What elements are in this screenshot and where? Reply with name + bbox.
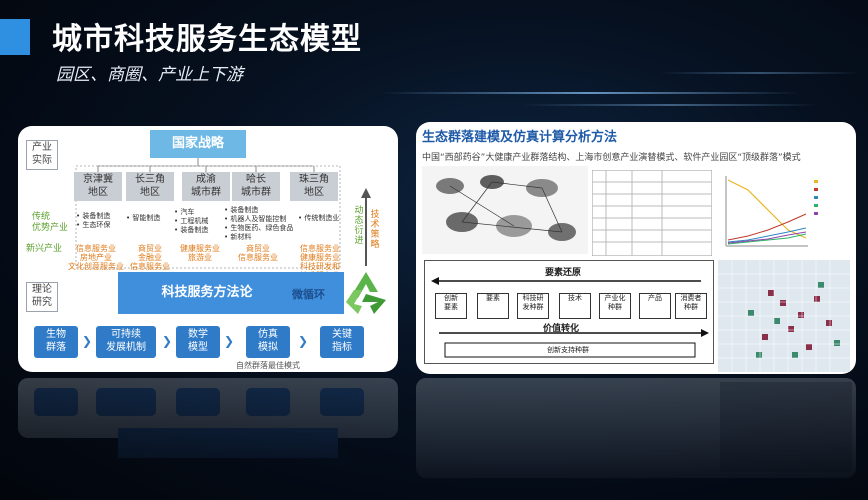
emerging-items-hachang: 商贸业 信息服务业: [238, 244, 278, 262]
trend-chart-image: [718, 170, 850, 254]
innovation-support-label: 创新支持种群: [547, 346, 589, 354]
ecosystem-model-panel: 产业 实际 国家战略 京津冀 地区 长三角 地区 成渝 城市群 哈长 城市群 珠…: [18, 126, 398, 372]
value-chain-arrows: [431, 277, 709, 358]
step-math-model: 数学 模型: [176, 326, 220, 358]
region-items-pearl: • 传统制造业: [298, 214, 340, 222]
region-chengyu: 成渝 城市群: [182, 172, 230, 201]
step-sustainable-mechanism: 可持续 发展机制: [96, 326, 156, 358]
right-panel-title: 生态群落建模及仿真计算分析方法: [422, 130, 618, 145]
light-streak: [660, 72, 860, 74]
data-table-image: [592, 170, 712, 256]
emerging-industry-label: 新兴产业: [26, 244, 63, 254]
right-panel-subtitle: 中国“西部药谷”大健康产业群落结构、上海市创意产业演替模式、软件产业园区“顶级群…: [422, 153, 801, 163]
factor-box: 要素: [477, 293, 509, 319]
region-yangtze-delta: 长三角 地区: [126, 172, 174, 201]
food-web-image: [422, 166, 588, 254]
region-items-yangtze: • 智能制造: [126, 214, 161, 222]
step-biological-community: 生物 群落: [34, 326, 78, 358]
light-streak: [380, 92, 800, 94]
light-streak: [520, 104, 820, 106]
consumer-population-box: 消费者 种群: [675, 293, 707, 319]
traditional-industry-label: 传统 优势产业: [32, 212, 69, 233]
chevron-right-icon: ❯: [224, 334, 235, 348]
region-jingjinji: 京津冀 地区: [74, 172, 122, 201]
method-band-label: 科技服务方法论: [161, 285, 253, 300]
step-simulation: 仿真 模拟: [246, 326, 290, 358]
step-key-indicators: 关键 指标: [320, 326, 364, 358]
technology-strategy-label: 技术策略: [370, 210, 380, 250]
chevron-right-icon: ❯: [82, 334, 93, 348]
emerging-items-yangtze: 商贸业 金融业 信息服务业: [130, 244, 170, 271]
chevron-right-icon: ❯: [298, 334, 309, 348]
industry-practice-label: 产业 实际: [26, 140, 58, 170]
method-band: [118, 272, 344, 314]
recycle-icon: [346, 272, 386, 314]
emerging-items-chengyu: 健康服务业 旅游业: [180, 244, 220, 262]
bottom-caption: 自然群落最佳模式: [236, 361, 300, 370]
region-pearl-delta: 珠三角 地区: [290, 172, 338, 201]
simulation-method-panel: 生态群落建模及仿真计算分析方法 中国“西部药谷”大健康产业群落结构、上海市创意产…: [416, 122, 856, 374]
slide-title: 城市科技服务生态模型: [52, 22, 362, 57]
title-accent-bar: [0, 19, 30, 55]
theory-research-label: 理论 研究: [26, 282, 58, 312]
interaction-matrix-image: [718, 260, 850, 372]
value-chain-diagram: 要素还原 价值转化 创新支持种群 创新 要素 要素 科技研 发种群 技术 产业化…: [424, 260, 714, 364]
factor-reduction-label: 要素还原: [545, 268, 582, 278]
product-box: 产品: [639, 293, 671, 319]
connector-lines: [75, 158, 371, 269]
emerging-items-jingjinji: 信息服务业 房地产业 文化创意服务业: [68, 244, 124, 271]
region-items-chengyu: • 汽车 • 工程机械 • 装备制造: [174, 208, 209, 234]
dynamic-evolution-label: 动态衍进: [354, 206, 364, 246]
micro-cycle-label: 微循环: [292, 288, 325, 301]
innovation-factor-box: 创新 要素: [435, 293, 467, 319]
region-hachang: 哈长 城市群: [232, 172, 280, 201]
rd-population-box: 科技研 发种群: [517, 293, 549, 319]
technology-box: 技术: [559, 293, 591, 319]
national-strategy-box: 国家战略: [150, 130, 246, 158]
value-transformation-label: 价值转化: [543, 324, 580, 334]
region-items-hachang: • 装备制造 • 机器人及智能控制 • 生物医药、绿色食品 • 新材料: [224, 206, 294, 241]
chevron-right-icon: ❯: [162, 334, 173, 348]
panel-reflection: [0, 378, 868, 500]
region-items-jingjinji: • 装备制造 • 生态环保: [76, 212, 111, 229]
slide-subtitle: 园区、商圈、产业上下游: [56, 65, 243, 85]
industrialization-population-box: 产业化 种群: [599, 293, 631, 319]
